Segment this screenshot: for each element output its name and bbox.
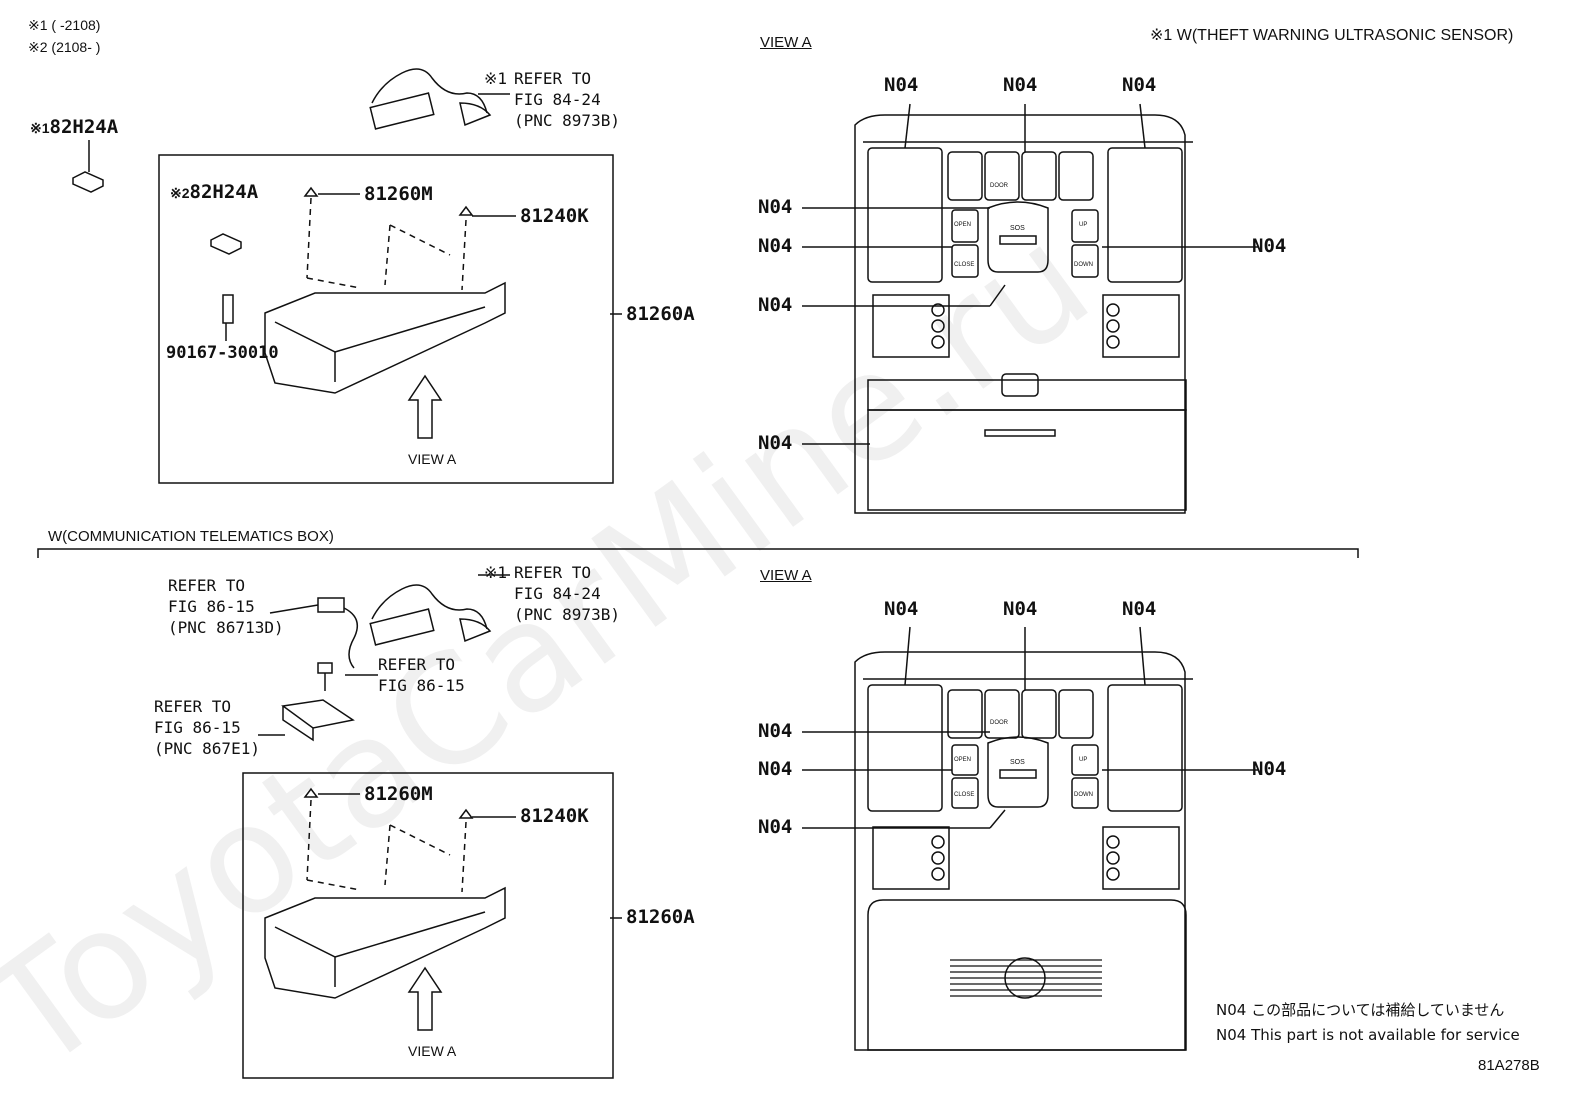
close-button-label: CLOSE xyxy=(954,262,975,268)
refer-wiring-bottom-mark: ※1 xyxy=(484,563,508,582)
refer-wiring-bottom-1: REFER TO xyxy=(514,563,592,582)
refer-b-2: FIG 86-15 xyxy=(378,676,465,695)
figure-code: 81A278B xyxy=(1478,1057,1540,1074)
assembly-frame-bottom xyxy=(242,772,614,1079)
overhead-console-top xyxy=(854,114,1193,514)
callout-n04: N04 xyxy=(758,235,793,257)
assembly-frame-top xyxy=(158,154,614,484)
callout-n04: N04 xyxy=(758,720,793,742)
clip-82h24a-inner xyxy=(210,233,242,255)
callout-n04: N04 xyxy=(1122,598,1157,620)
refer-b-1: REFER TO xyxy=(378,655,456,674)
variant-mark: ※2 xyxy=(170,185,190,201)
callout-n04: N04 xyxy=(758,758,793,780)
down-button-label: DOWN xyxy=(1074,262,1093,268)
part-81260m-top: 81260M xyxy=(364,183,433,205)
refer-wiring-top-1: REFER TO xyxy=(514,69,592,88)
callout-n04: N04 xyxy=(884,74,919,96)
microphone-part xyxy=(317,597,345,613)
refer-wiring-top-2: FIG 84-24 xyxy=(514,90,601,109)
callout-n04: N04 xyxy=(1003,74,1038,96)
view-a-title-top: VIEW A xyxy=(760,34,812,51)
screw-part xyxy=(317,662,333,691)
clip-81260m-top xyxy=(303,186,319,197)
part-81260a-top: 81260A xyxy=(626,303,695,325)
footnote-jp: N04 この部品については補給していません xyxy=(1216,1001,1505,1019)
clip-82h24a-outer xyxy=(72,171,104,193)
view-a-arrow-label-bottom: VIEW A xyxy=(408,1043,457,1059)
door-button-label: DOOR xyxy=(990,183,1008,189)
refer-a-1: REFER TO xyxy=(168,576,246,595)
overhead-console-bottom xyxy=(854,651,1193,1051)
part-82h24a-outer: ※182H24A xyxy=(30,118,118,137)
variant-mark: ※1 xyxy=(30,120,50,136)
sensor-note: ※1 W(THEFT WARNING ULTRASONIC SENSOR) xyxy=(1150,27,1514,44)
part-90167-30010: 90167-30010 xyxy=(166,343,279,363)
callout-n04: N04 xyxy=(1252,235,1287,257)
sos-button-label: SOS xyxy=(1010,759,1025,766)
view-a-arrow-label-top: VIEW A xyxy=(408,451,457,467)
refer-a-2: FIG 86-15 xyxy=(168,597,255,616)
wiring-harness-top xyxy=(371,68,488,114)
callout-n04: N04 xyxy=(758,432,793,454)
part-81240k-top: 81240K xyxy=(520,205,589,227)
legend-note-1: ※1 ( -2108) xyxy=(28,17,101,33)
map-lamp-body-top xyxy=(264,281,506,394)
refer-wiring-bottom-2: FIG 84-24 xyxy=(514,584,601,603)
refer-wiring-top-mark: ※1 xyxy=(484,69,508,88)
part-81260m-bottom: 81260M xyxy=(364,783,433,805)
map-lamp-body-bottom xyxy=(264,886,506,999)
close-button-label: CLOSE xyxy=(954,792,975,798)
part-81240k-bottom: 81240K xyxy=(520,805,589,827)
sensor-module-top xyxy=(369,92,435,130)
callout-n04: N04 xyxy=(758,816,793,838)
footnote-en: N04 This part is not available for servi… xyxy=(1216,1026,1520,1044)
wiring-harness-bottom xyxy=(371,584,488,630)
refer-wiring-top-3: (PNC 8973B) xyxy=(514,111,620,130)
bolt-90167 xyxy=(222,294,234,341)
up-button-label: UP xyxy=(1079,222,1088,228)
refer-c-2: FIG 86-15 xyxy=(154,718,241,737)
callout-n04: N04 xyxy=(758,196,793,218)
refer-wiring-bottom-3: (PNC 8973B) xyxy=(514,605,620,624)
clip-81240k-top xyxy=(458,205,474,216)
callout-n04: N04 xyxy=(1122,74,1157,96)
door-button-label: DOOR xyxy=(990,720,1008,726)
refer-c-3: (PNC 867E1) xyxy=(154,739,260,758)
refer-a-3: (PNC 86713D) xyxy=(168,618,284,637)
open-button-label: OPEN xyxy=(954,757,972,763)
refer-c-1: REFER TO xyxy=(154,697,232,716)
callout-n04: N04 xyxy=(758,294,793,316)
switch-part xyxy=(281,699,355,742)
up-button-label: UP xyxy=(1079,757,1088,763)
telematics-header: W(COMMUNICATION TELEMATICS BOX) xyxy=(48,528,334,545)
sos-button-label: SOS xyxy=(1010,225,1025,232)
view-a-title-bottom: VIEW A xyxy=(760,567,812,584)
section-divider xyxy=(37,548,1359,558)
down-button-label: DOWN xyxy=(1074,792,1093,798)
part-number: 82H24A xyxy=(49,116,119,138)
open-button-label: OPEN xyxy=(954,222,972,228)
view-a-arrow-top xyxy=(407,374,443,439)
part-82h24a-inner: ※282H24A xyxy=(170,183,258,202)
callout-n04: N04 xyxy=(884,598,919,620)
part-number: 82H24A xyxy=(189,181,259,203)
part-81260a-bottom: 81260A xyxy=(626,906,695,928)
view-a-arrow-bottom xyxy=(407,966,443,1031)
legend-note-2: ※2 (2108- ) xyxy=(28,39,101,55)
callout-n04: N04 xyxy=(1003,598,1038,620)
callout-n04: N04 xyxy=(1252,758,1287,780)
